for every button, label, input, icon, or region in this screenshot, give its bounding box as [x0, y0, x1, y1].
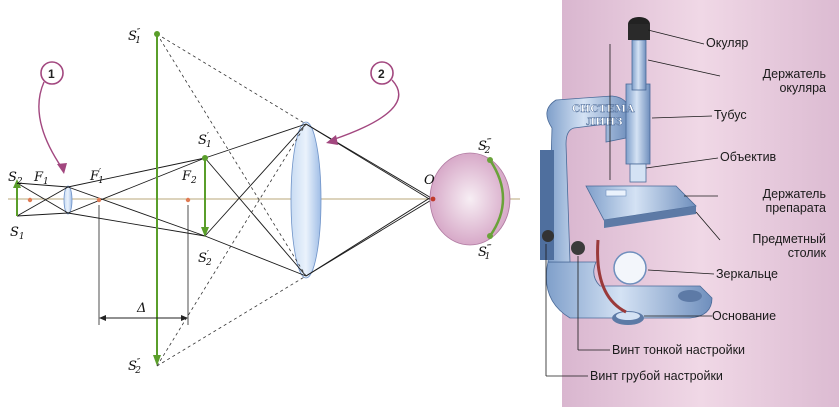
focus-F1	[27, 197, 33, 203]
label-S1-double-prime: S″1	[128, 28, 141, 46]
callout-2-number: 2	[378, 67, 385, 81]
label-objective: Объектив	[720, 150, 777, 164]
callout-1-number: 1	[48, 67, 55, 81]
leader-lines	[545, 29, 721, 377]
callout-2	[370, 61, 394, 85]
label-tube: Тубус	[714, 108, 747, 122]
label-S1-triple-prime: S‴1	[478, 244, 492, 262]
point-O	[430, 196, 436, 202]
eyepiece-lens	[290, 121, 322, 279]
virtual-rays	[156, 33, 307, 367]
label-S2-prime: S′2	[198, 250, 212, 268]
label-S1-prime: S′1	[198, 132, 212, 150]
eye	[429, 152, 511, 246]
label-S1: S1	[10, 225, 25, 242]
label-mirror: Зеркальце	[716, 267, 778, 281]
label-base: Основание	[712, 309, 776, 323]
microscope	[540, 17, 713, 325]
objective-rays	[16, 123, 491, 277]
focus-F1-prime	[96, 197, 102, 203]
label-S2: S2	[8, 170, 23, 187]
label-F2: F2	[181, 169, 197, 186]
ray-diagram: Δ 1 2 S2 F1 S1 F′1 S″1 S′1 F2 S′2 S″2 O …	[8, 28, 520, 376]
objective-lens	[63, 185, 73, 215]
system-label-line2: ЛИНЗ	[586, 116, 623, 128]
label-eyepiece: Окуляр	[706, 36, 748, 50]
focus-F2	[185, 197, 191, 203]
delta-label: Δ	[136, 301, 146, 316]
label-O: O	[424, 173, 435, 188]
label-fine-focus-screw: Винт тонкой настройки	[612, 343, 745, 357]
label-F1: F1	[33, 170, 49, 187]
label-F1-prime: F′1	[89, 168, 104, 186]
label-S2-double-prime: S″2	[128, 358, 141, 376]
system-label-line1: СИСТЕМА	[572, 103, 635, 115]
callout-1	[40, 61, 64, 85]
label-S2-triple-prime: S‴2	[478, 138, 492, 156]
retina-image	[488, 159, 505, 237]
label-coarse-focus-screw: Винт грубой настройки	[590, 369, 723, 383]
